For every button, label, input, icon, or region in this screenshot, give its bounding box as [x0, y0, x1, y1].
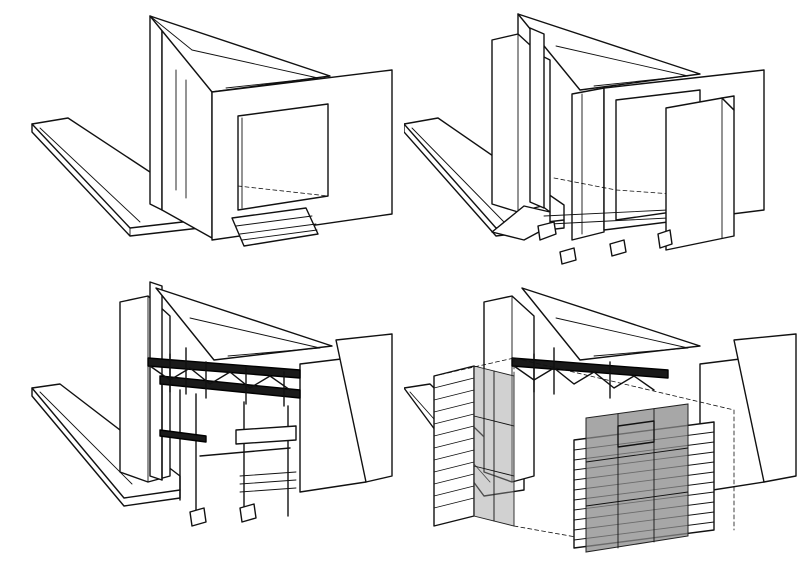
steel-beams-lower: [159, 425, 297, 493]
right-wall: [699, 333, 797, 493]
back-walls: [483, 295, 535, 483]
floor-slab: [491, 205, 669, 241]
right-wall: [299, 333, 393, 493]
panel-stage-4-facade: [404, 280, 808, 560]
foundation-blocks: [537, 221, 673, 265]
louver-screen-left: [433, 365, 475, 527]
foundation-blocks: [189, 503, 257, 527]
panel-stage-2-wall-panels: [404, 0, 808, 280]
stage-2-drawing: [404, 13, 765, 265]
roof-triangle: [149, 15, 331, 93]
roof-triangle: [521, 287, 701, 361]
steel-truss-upper: [147, 347, 301, 407]
roof-triangle: [517, 13, 701, 91]
stage-4-drawing: [404, 287, 797, 553]
entry-steps: [231, 207, 319, 247]
steel-truss-upper: [511, 347, 669, 399]
panel-stage-3-frame: [0, 280, 404, 560]
panel-stage-1-shell: [0, 0, 404, 280]
glazing-panel-front: [585, 403, 689, 553]
dashed-envelope: [433, 357, 735, 543]
roof-triangle: [155, 287, 333, 361]
stage-1-drawing: [31, 15, 393, 247]
left-side-panel: [529, 27, 605, 241]
back-walls: [119, 281, 171, 483]
front-wall: [211, 69, 393, 241]
detached-end-panel: [665, 95, 735, 251]
glazing-panel-left: [473, 365, 515, 527]
stage-3-drawing: [31, 281, 393, 527]
